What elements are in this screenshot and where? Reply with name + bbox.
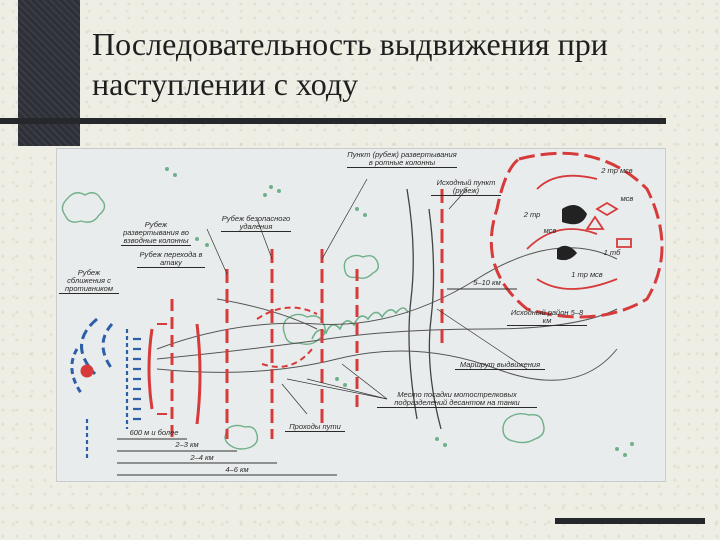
deployment-lines: [147, 189, 444, 439]
assembly-units: [526, 174, 632, 290]
hill-small: [557, 245, 577, 261]
slide-title: Последовательность выдвижения при наступ…: [92, 26, 608, 102]
assembly-area: [489, 151, 664, 319]
bottom-rule: [555, 518, 705, 524]
forest-areas: [61, 192, 545, 450]
label-line-approach: Рубеж сближения с противником: [59, 269, 119, 294]
label-start-point: Исходный пункт (рубеж): [431, 179, 501, 196]
label-unit-a: мсв: [543, 226, 557, 235]
label-dist-2-3: 2–3 км: [175, 440, 199, 449]
label-dist-2-4: 2–4 км: [190, 453, 214, 462]
label-dismount-place: Место посадки мотострелковых подразделен…: [377, 391, 537, 408]
label-dist-600: 600 м и более: [129, 428, 179, 437]
label-deploy-battalion: Пункт (рубеж) развертывания в ротные кол…: [347, 150, 457, 168]
label-safe-removal: Рубеж безопасного удаления: [221, 214, 291, 232]
leader-lines: [206, 178, 528, 415]
diagram-drawing: [61, 151, 664, 476]
label-dist-4-6: 4–6 км: [225, 465, 249, 474]
label-assembly-area: Исходный район 5–8 км: [507, 309, 587, 326]
tree-dots: [165, 167, 634, 457]
routes: [156, 247, 618, 381]
label-dist-5-10: 5–10 км: [473, 278, 501, 287]
label-unit-b: мсв: [620, 194, 634, 203]
title-rule: [0, 118, 666, 124]
label-passage-paths: Проходы пути: [285, 423, 345, 432]
label-marching-route: Маршрут выдвижения: [455, 361, 545, 370]
columns-paths: [256, 306, 318, 368]
label-transition-attack: Рубеж перехода в атаку: [137, 251, 205, 268]
label-company-2b: 2 тр: [523, 210, 541, 219]
ravine: [406, 188, 442, 430]
tactical-diagram: Пункт (рубеж) развертывания в ротные кол…: [56, 148, 666, 482]
enemy-position: [70, 317, 114, 394]
enemy-trenches: [85, 329, 141, 459]
label-deploy-platoon: Рубеж развертывания во взводные колонны: [121, 221, 191, 246]
label-company-mtb: 1 тб: [603, 248, 621, 257]
vegetation-line: [311, 307, 409, 340]
label-company-1: 1 тр мсв: [571, 270, 603, 279]
distance-arrows: [117, 288, 517, 476]
slide-side-bar: [18, 0, 80, 146]
hill: [562, 205, 587, 225]
label-company-2: 2 тр мсв: [601, 166, 633, 175]
